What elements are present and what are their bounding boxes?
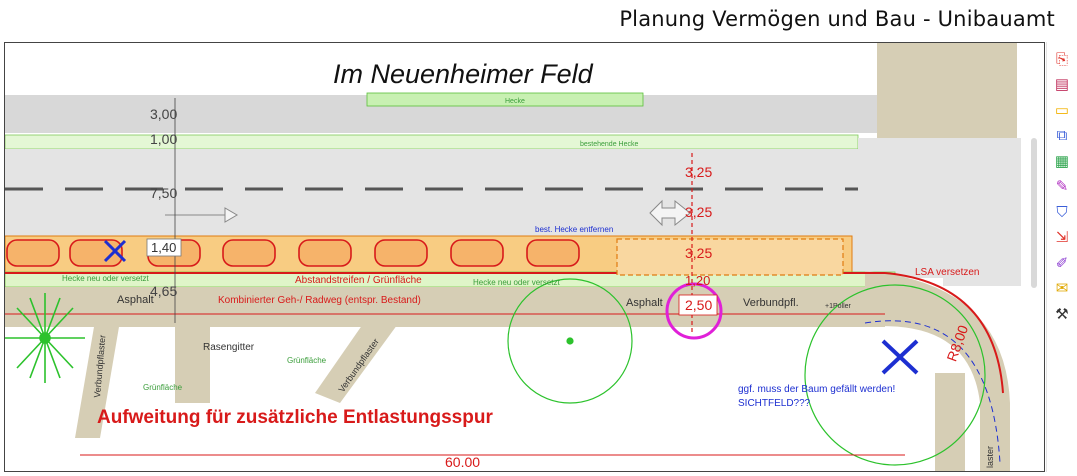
tree-mid [507,278,633,404]
hedge-new-left: Hecke neu oder versetzt [62,274,149,283]
paver-path-mid2 [175,321,210,403]
straight-arrow-marking [649,199,691,227]
vertical-scrollbar[interactable] [1031,138,1037,288]
hedge-label: Hecke [505,98,525,105]
tree-right [804,284,986,466]
dim-7-50: 7,50 [150,185,177,201]
site-plan-drawing: Im Neuenheimer Feld Hecke bestehende Hec… [5,43,1044,471]
remove-hedge-note: best. Hecke entfernen [535,225,613,234]
edit-pdf-icon[interactable]: ✐ [1055,254,1069,272]
dim-1-00: 1,00 [150,131,177,147]
right-tools-pane: ⎘ ▤ ▭ ⧉ ▦ ✎ ⛉ ⇲ ✐ ✉ ⚒ [1046,42,1077,472]
highlight-circle [665,282,723,340]
right-road-segment [943,138,1021,286]
header-title: Planung Vermögen und Bau - Unibauamt [619,7,1055,31]
grass-grid-label: Rasengitter [203,342,255,353]
bus-outline [616,238,844,276]
pdf-viewer-canvas[interactable]: Im Neuenheimer Feld Hecke bestehende Hec… [4,42,1045,472]
export-icon[interactable]: ⇲ [1055,229,1069,246]
bollard-label: +1Poller [825,303,852,310]
dim-3-00: 3,00 [150,106,177,122]
hedge-new-mid: Hecke neu oder versetzt [473,278,560,287]
combine-files-icon[interactable]: ⧉ [1056,127,1068,144]
dim-60-00: 60.00 [445,454,480,470]
green-area-left-label: Grünfläche [143,383,183,392]
existing-hedge-strip [5,134,859,150]
existing-hedge-label: bestehende Hecke [580,141,638,148]
street-name: Im Neuenheimer Feld [333,59,594,89]
organize-pages-icon[interactable]: ▦ [1054,152,1070,170]
lsa-move-label: LSA versetzen [915,267,979,278]
send-file-icon[interactable]: ✉ [1055,280,1069,297]
sidewalk [5,287,885,327]
paver-path-left [75,321,120,438]
dim-2-50: 2,50 [685,297,712,313]
paver-path-right [935,373,965,471]
paver-path-mid [315,321,400,403]
create-pdf-icon[interactable]: ▤ [1054,76,1070,93]
buffer-strip-label: Abstandstreifen / Grünfläche [295,275,422,286]
comment-icon[interactable]: ▭ [1054,101,1070,119]
tree-note: ggf. muss der Baum gefällt werden! [738,384,895,395]
dim-1-40: 1,40 [151,240,176,255]
building-block-top [877,43,1017,138]
paver-far-label: laster [985,446,995,468]
presentation-header: Planung Vermögen und Bau - Unibauamt [0,0,1077,44]
crossroad-top [858,138,943,278]
corner-sidewalk [865,271,1010,471]
dim-3-25-mid: 3,25 [685,204,712,220]
export-pdf-icon[interactable]: ⎘ [1055,50,1068,68]
dim-3-25-lane: 3,25 [685,245,712,261]
tree-removal-marker [881,339,919,375]
green-area-mid-label: Grünfläche [287,356,327,365]
paver-right-label: Verbundpfl. [743,297,799,309]
asphalt-left-label: Asphalt [117,294,154,306]
dim-4-65: 4,65 [150,283,177,299]
protect-icon[interactable]: ⛉ [1056,203,1068,221]
dim-1-20: 1,20 [685,273,710,288]
tree-left [5,293,85,383]
tools-icon[interactable]: ⚒ [1055,305,1069,323]
turn-arrow-marking [165,207,238,223]
hedge-strip-top [366,92,644,107]
dim-3-25-top: 3,25 [685,164,712,180]
widening-title: Aufweitung für zusätzliche Entlastungssp… [97,407,493,428]
removed-tree-marker-left [103,239,127,263]
sight-field-note: SICHTFELD??? [738,398,811,409]
fill-sign-icon[interactable]: ✎ [1055,178,1069,195]
combined-path-label: Kombinierter Geh-/ Radweg (entspr. Besta… [218,295,421,306]
asphalt-right-label: Asphalt [626,297,663,309]
